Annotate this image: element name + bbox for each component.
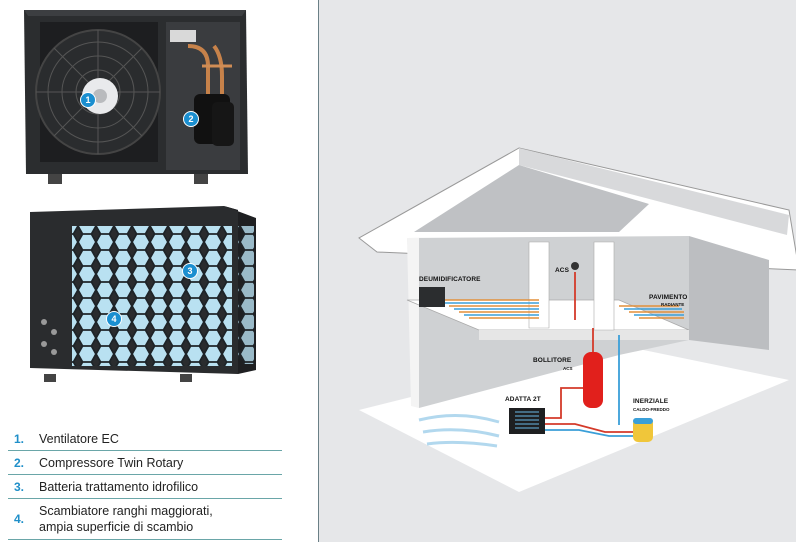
product-panel: 1 2 3 4 1. Ventilatore EC 2. Compressore… xyxy=(0,0,318,542)
legend-text: Compressore Twin Rotary xyxy=(39,455,184,470)
label-deumidificatore: DEUMIDIFICATORE xyxy=(419,276,481,283)
label-pavimento-sub: RADIANTE xyxy=(661,302,685,307)
badge-4: 4 xyxy=(106,311,122,327)
house-cutaway-diagram xyxy=(358,147,796,492)
legend-text-line: ampia superficie di scambio xyxy=(39,520,194,534)
label-acs: ACS xyxy=(555,267,570,274)
legend-text: Scambiatore ranghi maggiorati, ampia sup… xyxy=(39,503,213,535)
legend-number: 4. xyxy=(14,512,25,526)
label-adatta: ADATTA 2T xyxy=(505,396,541,403)
legend-number: 2. xyxy=(14,455,25,470)
legend-item-3: 3. Batteria trattamento idrofilico xyxy=(8,475,282,499)
badge-3: 3 xyxy=(182,263,198,279)
label-inerziale-sub: CALDO-FREDDO xyxy=(633,407,670,412)
label-bollitore: BOLLITORE xyxy=(533,357,572,364)
legend-number: 1. xyxy=(14,431,25,446)
badge-2: 2 xyxy=(183,111,199,127)
legend-number: 3. xyxy=(14,479,25,494)
heat-pump-closed-unit-image xyxy=(30,206,256,382)
heat-pump-open-unit-image xyxy=(24,10,248,184)
components-legend: 1. Ventilatore EC 2. Compressore Twin Ro… xyxy=(8,427,282,540)
legend-text: Ventilatore EC xyxy=(39,431,119,446)
legend-text-line: Scambiatore ranghi maggiorati, xyxy=(39,504,213,518)
legend-item-1: 1. Ventilatore EC xyxy=(8,427,282,451)
legend-text: Batteria trattamento idrofilico xyxy=(39,479,199,494)
badge-1: 1 xyxy=(80,92,96,108)
legend-item-2: 2. Compressore Twin Rotary xyxy=(8,451,282,475)
label-bollitore-sub: ACS xyxy=(563,366,573,371)
panel-divider xyxy=(318,0,319,542)
label-pavimento: PAVIMENTO xyxy=(649,294,688,301)
house-diagram-panel: DEUMIDIFICATORE ACS PAVIMENTO RADIANTE B… xyxy=(319,0,796,542)
legend-item-4: 4. Scambiatore ranghi maggiorati, ampia … xyxy=(8,499,282,540)
label-inerziale: INERZIALE xyxy=(633,398,669,405)
